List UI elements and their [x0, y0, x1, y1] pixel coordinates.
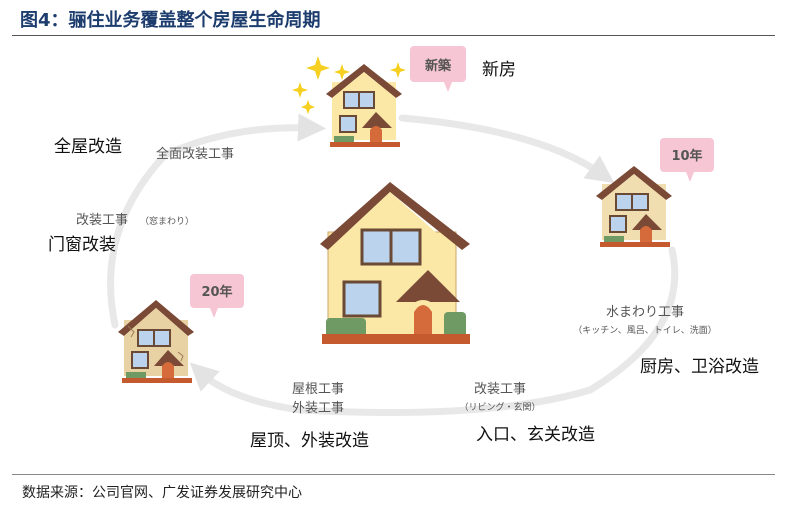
- living-label-line1: 改装工事: [474, 382, 526, 397]
- top-divider: [12, 35, 775, 36]
- window-label-line1: 改装工事: [76, 213, 128, 228]
- stage-new-house: 新房: [482, 60, 516, 80]
- living-label-line2: （リビング・玄関）: [459, 401, 540, 413]
- badge-new-label: 新築: [425, 58, 452, 74]
- stage-whole-house: 全屋改造: [54, 137, 122, 157]
- water-label-line1: 水まわり工事: [606, 305, 684, 320]
- stage-roof-exterior: 屋顶、外装改造: [250, 431, 369, 451]
- new-house: [326, 64, 402, 147]
- stage-window-door: 门窗改装: [48, 235, 116, 255]
- cycle-ring: [107, 113, 679, 416]
- badge-ten-label: 10年: [671, 148, 702, 164]
- full-renovation-label: 全面改装工事: [156, 146, 234, 162]
- source-note: 数据来源：公司官网、广发证券发展研究中心: [22, 485, 302, 501]
- badge-new: 新築: [410, 46, 466, 92]
- ten-year-house: [596, 166, 672, 247]
- figure-title: 图4：骊住业务覆盖整个房屋生命周期: [20, 10, 321, 31]
- water-label-line2: （キッチン、風呂、トイレ、洗面）: [573, 324, 716, 336]
- stage-entrance: 入口、玄关改造: [476, 425, 595, 445]
- center-house: [320, 182, 470, 344]
- window-label-line2: （窓まわり）: [140, 215, 194, 227]
- badge-twenty: 20年: [190, 274, 244, 318]
- stage-kitchen-bath: 厨房、卫浴改造: [640, 357, 759, 377]
- bottom-divider: [12, 474, 775, 475]
- sparkle-icons: [292, 56, 406, 114]
- roof-label-line2: 外装工事: [292, 401, 344, 416]
- roof-label-line1: 屋根工事: [292, 382, 344, 397]
- badge-twenty-label: 20年: [201, 284, 232, 300]
- badge-ten: 10年: [660, 138, 714, 182]
- twenty-year-house: [118, 300, 194, 383]
